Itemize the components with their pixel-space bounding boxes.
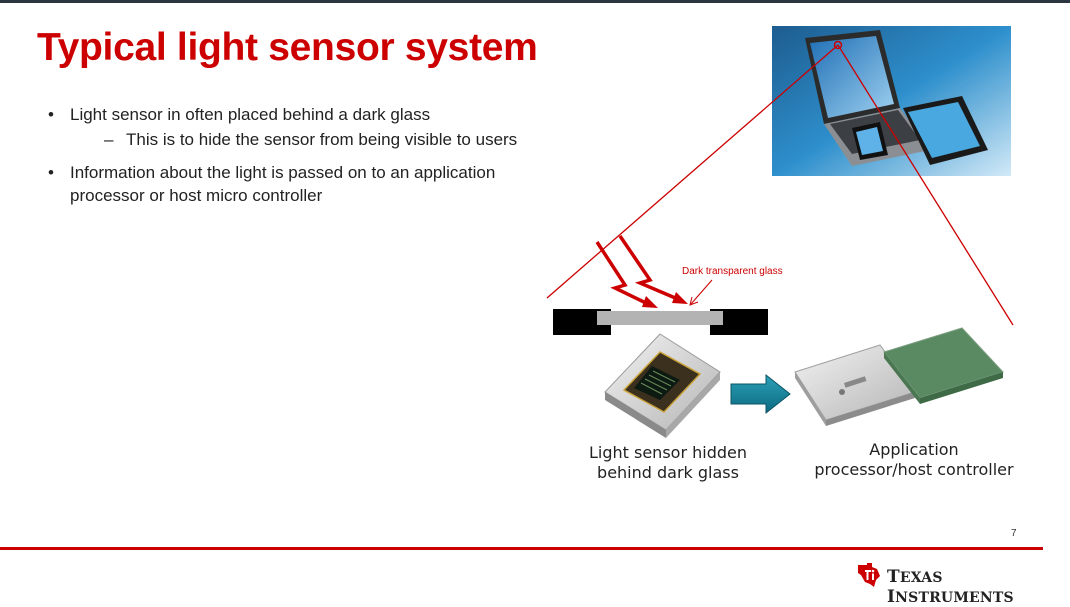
bullet-text: Light sensor in often placed behind a da… [70, 105, 431, 124]
callout-line-right [837, 44, 1014, 326]
light-rays-icon [595, 235, 681, 307]
glass-label: Dark transparent glass [682, 266, 783, 277]
processor-caption: Application processor/host controller [814, 440, 1014, 479]
bullet-item: • Light sensor in often placed behind a … [48, 103, 548, 151]
dark-glass-icon [553, 309, 768, 335]
phone-icon [852, 122, 888, 160]
footer-divider [0, 547, 1043, 550]
flow-arrow-icon [730, 373, 791, 415]
dash-icon: – [104, 130, 114, 149]
slide-title: Typical light sensor system [37, 26, 538, 69]
bullet-dot-icon: • [48, 105, 54, 124]
processor-chip-icon [794, 327, 1004, 426]
glass-pointer-arrow [690, 279, 713, 305]
sub-bullet-item: – This is to hide the sensor from being … [70, 128, 548, 151]
top-border [0, 0, 1070, 3]
sub-bullet-text: This is to hide the sensor from being vi… [126, 130, 518, 149]
bullet-list: • Light sensor in often placed behind a … [48, 103, 548, 217]
page-number: 7 [1011, 528, 1017, 539]
light-sensor-chip-icon [604, 333, 721, 438]
ti-logo-wordmark: TEXAS INSTRUMENTS [887, 567, 1014, 607]
ti-state-logo-icon [858, 563, 880, 587]
devices-photo [772, 26, 1011, 176]
sensor-caption: Light sensor hidden behind dark glass [588, 443, 747, 482]
bullet-dot-icon: • [48, 163, 54, 182]
callout-line-left [546, 44, 839, 299]
bullet-item: • Information about the light is passed … [48, 161, 548, 207]
tablet-icon [903, 96, 988, 165]
sensor-marker-icon [833, 40, 843, 50]
bullet-text: Information about the light is passed on… [70, 163, 496, 205]
